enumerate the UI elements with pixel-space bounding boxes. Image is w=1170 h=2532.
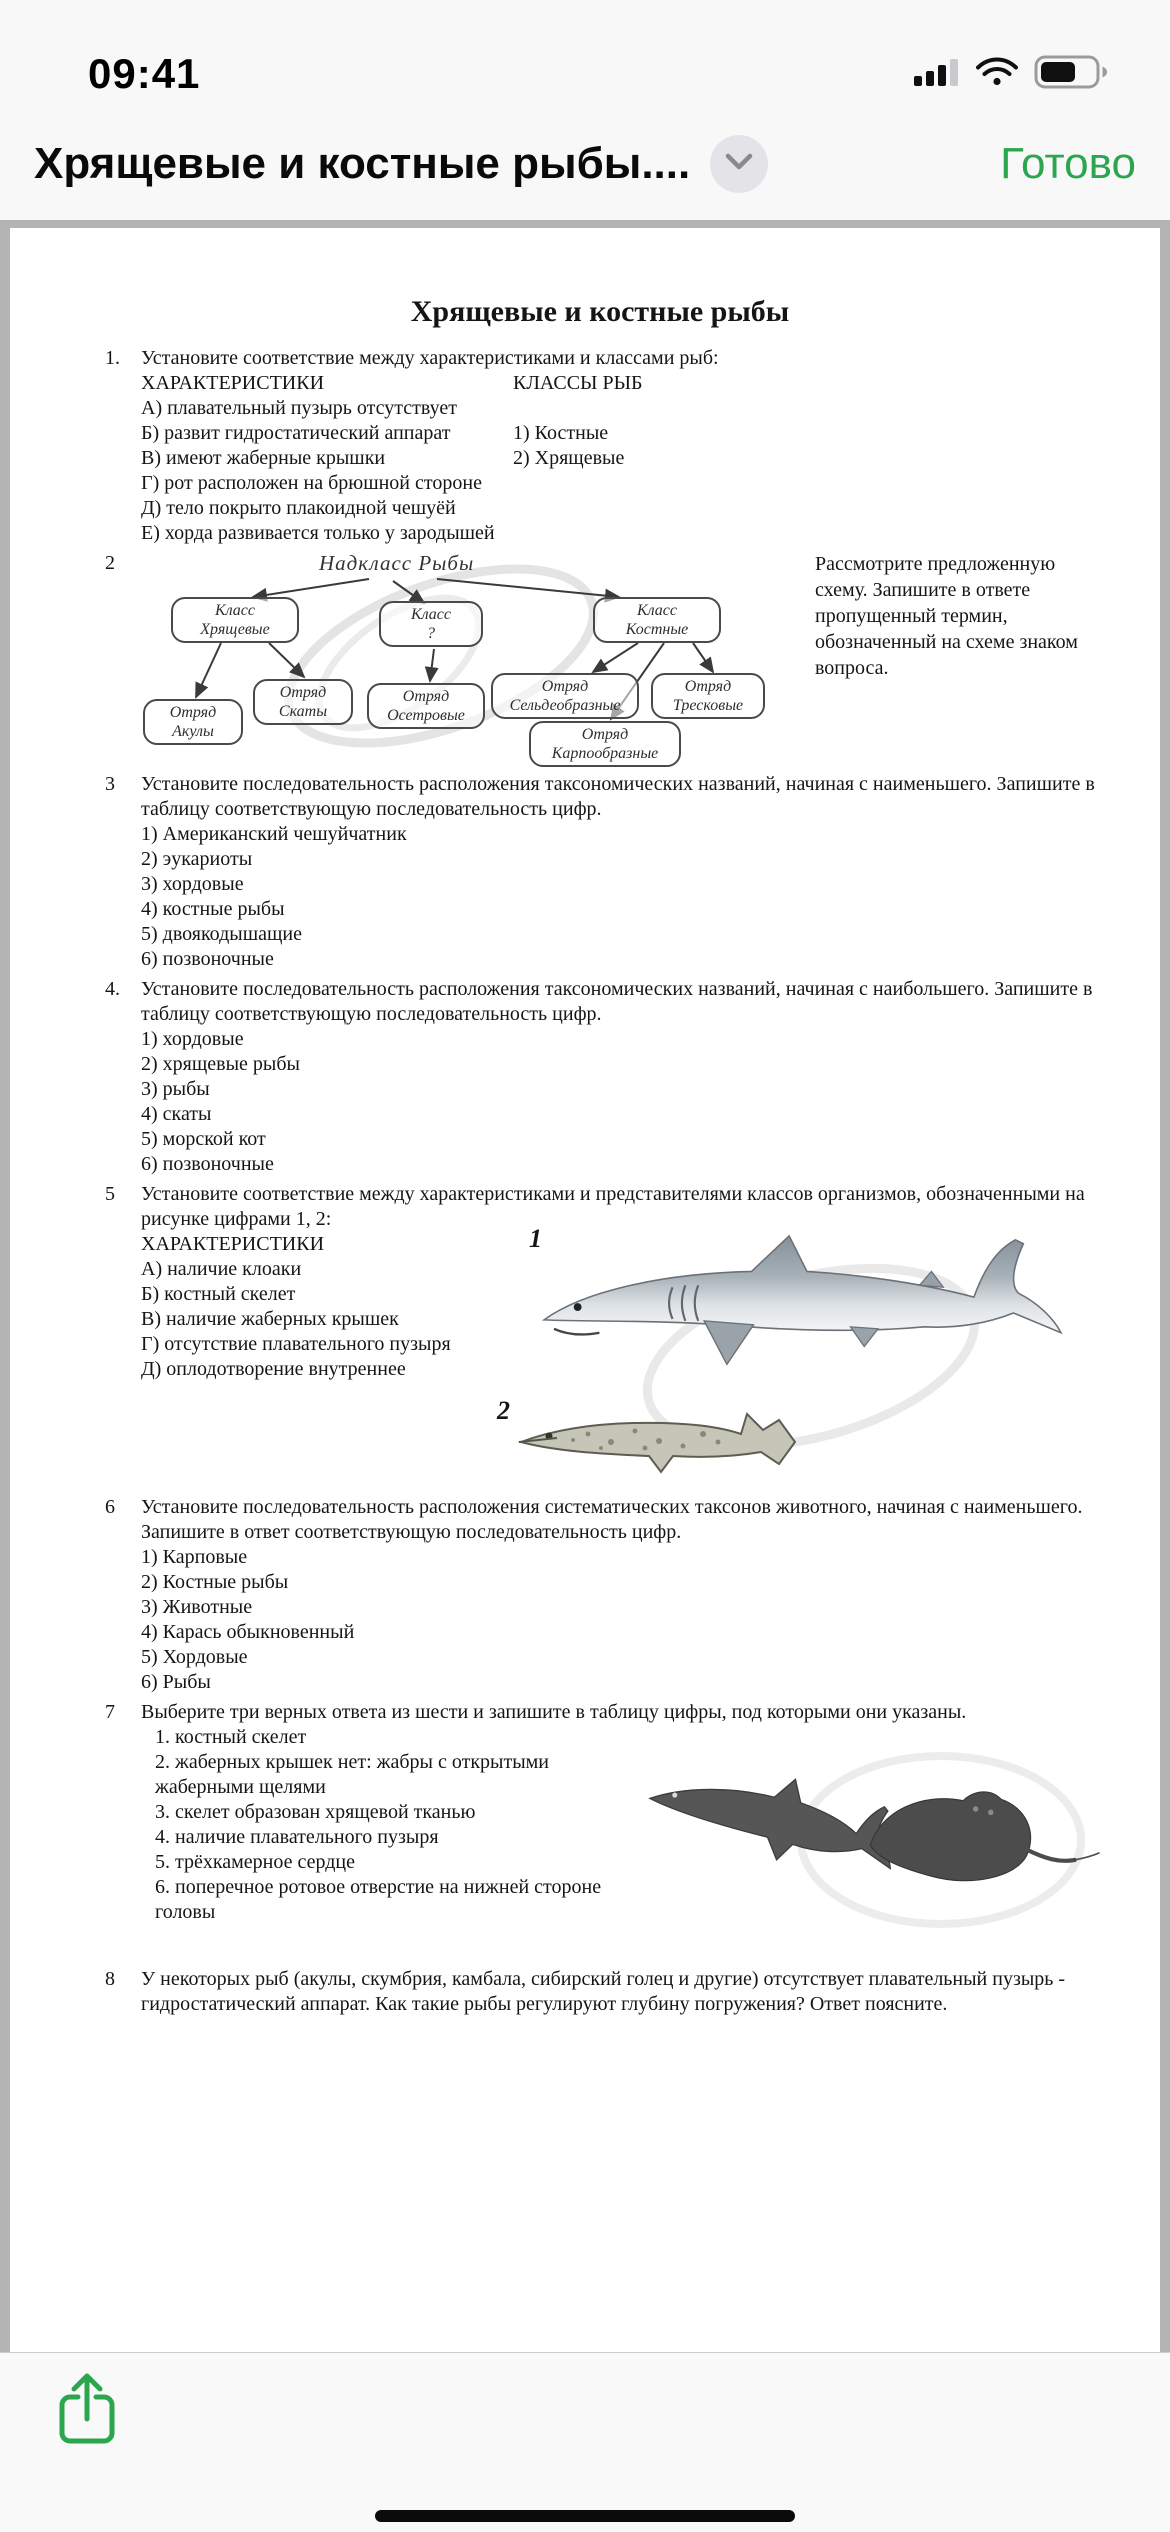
q7-intro: Выберите три верных ответа из шести и за… <box>141 1701 967 1723</box>
q4-item: 1) хордовые <box>141 1028 244 1050</box>
question-2: 2 <box>105 551 1095 767</box>
scheme-box-order-carps: Отряд Карпообразные <box>529 721 681 767</box>
q1-left-header: ХАРАКТЕРИСТИКИ <box>141 372 325 394</box>
document-viewer[interactable]: Хрящевые и костные рыбы 1. Установите со… <box>0 220 1170 2352</box>
q7-item: 6. поперечное ротовое отверстие на нижне… <box>155 1876 602 1923</box>
q4-item: 2) хрящевые рыбы <box>141 1053 300 1075</box>
done-button[interactable]: Готово <box>1000 139 1136 188</box>
scheme-box-order-herrings: Отряд Сельдеобразные <box>491 673 639 719</box>
share-icon <box>54 2373 120 2452</box>
document-nav-bar: Хрящевые и костные рыбы.... Готово <box>0 108 1170 220</box>
q1-item: Д) тело покрыто плакоидной чешуёй <box>141 497 456 519</box>
q2-side-text: Рассмотрите предложенную схему. Запишите… <box>815 553 1078 679</box>
q1-class: 2) Хрящевые <box>513 447 625 469</box>
q6-item: 4) Карась обыкновенный <box>141 1621 355 1643</box>
shark-and-ray-illustration <box>641 1748 1101 1933</box>
question-4: 4. Установите последовательность располо… <box>105 977 1095 1177</box>
q7-item: 3. скелет образован хрящевой тканью <box>155 1801 476 1823</box>
scheme-box-order-sturgeons: Отряд Осетровые <box>367 683 485 729</box>
figure-label-1: 1 <box>529 1224 542 1253</box>
q3-intro: Установите последовательность расположен… <box>141 773 1095 820</box>
q6-item: 3) Животные <box>141 1596 253 1618</box>
question-number: 1. <box>105 347 120 369</box>
status-bar: 09:41 <box>0 0 1170 108</box>
q1-item: Б) развит гидростатический аппарат <box>141 422 451 444</box>
document-page[interactable]: Хрящевые и костные рыбы 1. Установите со… <box>10 228 1160 2352</box>
question-1: 1. Установите соответствие между характе… <box>105 346 1095 546</box>
q1-class: 1) Костные <box>513 422 609 444</box>
question-7: 7 Выберите три верных ответа из шести и … <box>105 1700 1100 1962</box>
scheme-root-label: Надкласс Рыбы <box>319 551 475 575</box>
q3-item: 3) хордовые <box>141 873 244 895</box>
q5-item: Д) оплодотворение внутреннее <box>141 1358 406 1380</box>
q1-right-header: КЛАССЫ РЫБ <box>513 372 643 394</box>
scheme-box-order-rays: Отряд Скаты <box>253 679 353 725</box>
document-title: Хрящевые и костные рыбы <box>410 295 790 328</box>
home-indicator[interactable] <box>375 2510 795 2522</box>
q5-header: ХАРАКТЕРИСТИКИ <box>141 1233 325 1255</box>
scheme-box-order-sharks: Отряд Акулы <box>143 699 243 745</box>
chevron-down-icon <box>724 152 754 177</box>
question-number: 8 <box>105 1968 115 1990</box>
q5-item: Б) костный скелет <box>141 1283 296 1305</box>
wifi-icon <box>976 57 1018 92</box>
question-3: 3 Установите последовательность располож… <box>105 772 1095 972</box>
q7-item: 4. наличие плавательного пузыря <box>155 1826 439 1848</box>
q3-item: 4) костные рыбы <box>141 898 285 920</box>
share-button[interactable] <box>54 2369 120 2449</box>
scheme-box-class-unknown: Класс ? <box>379 601 483 647</box>
q7-item: 5. трёхкамерное сердце <box>155 1851 355 1873</box>
cellular-signal-icon <box>914 57 960 92</box>
question-number: 6 <box>105 1496 115 1518</box>
scheme-box-order-cods: Отряд Тресковые <box>651 673 765 719</box>
status-time: 09:41 <box>88 50 201 97</box>
q5-item: В) наличие жаберных крышек <box>141 1308 399 1330</box>
q6-item: 5) Хордовые <box>141 1646 248 1668</box>
pike-illustration <box>513 1396 813 1488</box>
q6-item: 1) Карповые <box>141 1546 248 1568</box>
bottom-toolbar <box>0 2352 1170 2532</box>
q4-item: 5) морской кот <box>141 1128 266 1150</box>
q4-intro: Установите последовательность расположен… <box>141 978 1093 1025</box>
question-number: 3 <box>105 773 115 795</box>
question-number: 4. <box>105 978 120 1000</box>
q5-intro: Установите соответствие между характерис… <box>141 1183 1085 1230</box>
q6-item: 2) Костные рыбы <box>141 1571 289 1593</box>
status-icons <box>914 55 1108 98</box>
q7-item: 1. костный скелет <box>155 1726 307 1748</box>
figure-label-2: 2 <box>497 1396 510 1425</box>
q4-item: 3) рыбы <box>141 1078 210 1100</box>
q6-item: 6) Рыбы <box>141 1671 211 1693</box>
q1-item: А) плавательный пузырь отсутствует <box>141 397 457 419</box>
q1-intro: Установите соответствие между характерис… <box>141 347 719 369</box>
scheme-box-class-bony: Класс Костные <box>593 597 721 643</box>
q4-item: 4) скаты <box>141 1103 212 1125</box>
question-5: 5 Установите соответствие между характер… <box>105 1182 1095 1490</box>
question-number: 7 <box>105 1701 115 1723</box>
q8-text: У некоторых рыб (акулы, скумбрия, камбал… <box>141 1968 1066 2015</box>
q1-item: Е) хорда развивается только у зародышей <box>141 522 495 544</box>
q3-item: 5) двоякодышащие <box>141 923 302 945</box>
question-8: 8 У некоторых рыб (акулы, скумбрия, камб… <box>105 1967 1095 2017</box>
title-menu-button[interactable] <box>710 135 769 193</box>
q1-item: Г) рот расположен на брюшной стороне <box>141 472 482 494</box>
shark-illustration <box>521 1226 1081 1394</box>
document-nav-title: Хрящевые и костные рыбы.... <box>34 139 691 188</box>
q5-item: Г) отсутствие плавательного пузыря <box>141 1333 451 1355</box>
q7-item: 2. жаберных крышек нет: жабры с открытым… <box>155 1751 550 1798</box>
question-number: 5 <box>105 1183 115 1205</box>
scheme-arrows <box>195 578 715 721</box>
q5-item: А) наличие клоаки <box>141 1258 302 1280</box>
q6-intro: Установите последовательность расположен… <box>141 1496 1083 1543</box>
battery-icon <box>1034 55 1108 94</box>
scheme-box-class-cartilaginous: Класс Хрящевые <box>171 597 299 643</box>
question-number: 2 <box>105 552 115 574</box>
question-6: 6 Установите последовательность располож… <box>105 1495 1095 1695</box>
q3-item: 1) Американский чешуйчатник <box>141 823 407 845</box>
q4-item: 6) позвоночные <box>141 1153 274 1175</box>
q3-item: 2) эукариоты <box>141 848 253 870</box>
fish-classification-scheme: Надкласс Рыбы Класс Хрящевые Класс ? Кла… <box>141 551 801 767</box>
q1-item: В) имеют жаберные крышки <box>141 447 386 469</box>
q3-item: 6) позвоночные <box>141 948 274 970</box>
